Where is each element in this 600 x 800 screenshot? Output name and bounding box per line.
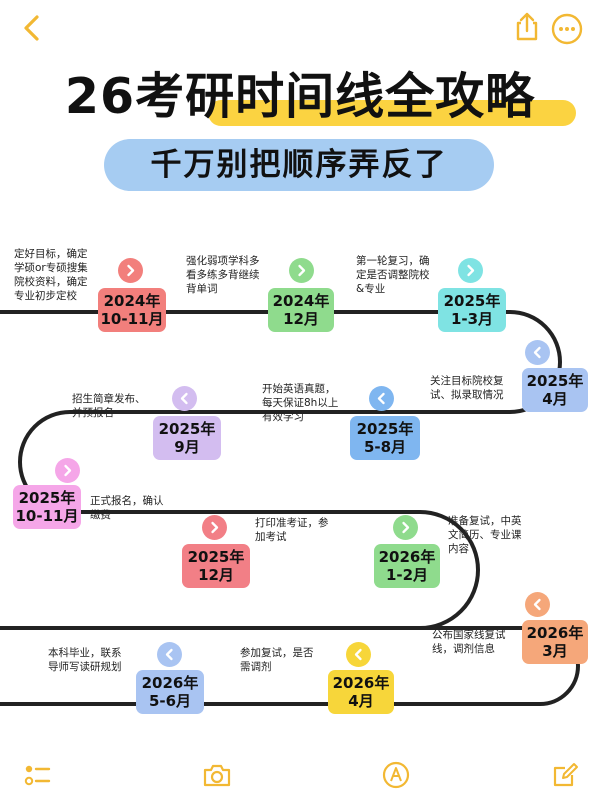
step-11-date: 2026年 4月	[328, 670, 394, 714]
step-10-arrow-icon	[525, 592, 550, 617]
step-3-desc: 第一轮复习，确 定是否调整院校 &专业	[356, 255, 430, 295]
step-6-arrow-icon	[172, 386, 197, 411]
top-bar	[0, 0, 600, 56]
step-4-year: 2025年	[526, 372, 584, 390]
step-7-year: 2025年	[18, 489, 76, 507]
step-8-arrow-icon	[202, 515, 227, 540]
bottom-toolbar	[0, 752, 600, 800]
subtitle-banner: 千万别把顺序弄反了	[104, 139, 494, 191]
step-2-year: 2024年	[272, 292, 330, 310]
step-3-month: 1-3月	[450, 310, 494, 328]
camera-icon[interactable]	[202, 760, 232, 790]
step-2-date: 2024年 12月	[268, 288, 334, 332]
step-10-year: 2026年	[526, 624, 584, 642]
step-3-year: 2025年	[443, 292, 501, 310]
step-5-date: 2025年 5-8月	[350, 416, 420, 460]
step-12-desc: 本科毕业，联系 导师写读研规划	[48, 647, 122, 673]
step-7-arrow-icon	[55, 458, 80, 483]
list-icon[interactable]	[22, 760, 52, 790]
step-5-arrow-icon	[369, 386, 394, 411]
step-9-arrow-icon	[393, 515, 418, 540]
step-12-arrow-icon	[157, 642, 182, 667]
step-12-date: 2026年 5-6月	[136, 670, 204, 714]
step-9-year: 2026年	[378, 548, 436, 566]
share-icon[interactable]	[510, 10, 544, 44]
step-7-desc: 正式报名，确认 缴费	[90, 495, 164, 521]
step-6-month: 9月	[174, 438, 200, 456]
step-8-desc: 打印准考证，参 加考试	[255, 517, 329, 543]
step-6-date: 2025年 9月	[153, 416, 221, 460]
step-12-year: 2026年	[141, 674, 199, 692]
step-10-date: 2026年 3月	[522, 620, 588, 664]
step-4-month: 4月	[542, 390, 568, 408]
step-10-desc: 公布国家线复试 线，调剂信息	[432, 629, 506, 655]
title-highlight	[208, 100, 576, 126]
step-9-desc: 准备复试，中英 文简历、专业课 内容	[448, 515, 522, 555]
step-11-desc: 参加复试，是否 需调剂	[240, 647, 314, 673]
step-5-month: 5-8月	[363, 438, 407, 456]
step-8-date: 2025年 12月	[182, 544, 250, 588]
step-11-year: 2026年	[332, 674, 390, 692]
step-5-year: 2025年	[356, 420, 414, 438]
step-2-month: 12月	[283, 310, 319, 328]
step-1-month: 10-11月	[100, 310, 164, 328]
step-12-month: 5-6月	[148, 692, 192, 710]
edit-icon[interactable]	[550, 760, 580, 790]
step-4-arrow-icon	[525, 340, 550, 365]
step-9-date: 2026年 1-2月	[374, 544, 440, 588]
step-4-date: 2025年 4月	[522, 368, 588, 412]
step-2-desc: 强化弱项学科多 看多练多背继续 背单词	[186, 255, 260, 295]
step-11-month: 4月	[348, 692, 374, 710]
step-6-desc: 招生简章发布、 并预报名	[72, 393, 146, 419]
pen-icon[interactable]	[381, 760, 411, 790]
step-1-year: 2024年	[103, 292, 161, 310]
step-6-year: 2025年	[158, 420, 216, 438]
step-7-date: 2025年 10-11月	[13, 485, 81, 529]
step-3-arrow-icon	[458, 258, 483, 283]
step-1-date: 2024年 10-11月	[98, 288, 166, 332]
step-8-month: 12月	[198, 566, 234, 584]
step-8-year: 2025年	[187, 548, 245, 566]
more-dots-icon[interactable]	[550, 12, 584, 46]
step-7-month: 10-11月	[15, 507, 79, 525]
step-9-month: 1-2月	[385, 566, 429, 584]
step-5-desc: 开始英语真题， 每天保证8h以上 有效学习	[262, 383, 339, 423]
chevron-left-icon[interactable]	[14, 10, 50, 46]
step-3-date: 2025年 1-3月	[438, 288, 506, 332]
step-10-month: 3月	[542, 642, 568, 660]
step-4-desc: 关注目标院校复 试、拟录取情况	[430, 375, 504, 401]
step-1-arrow-icon	[118, 258, 143, 283]
step-1-desc: 定好目标，确定 学硕or专硕搜集 院校资料，确定 专业初步定校	[14, 248, 88, 302]
subtitle-text: 千万别把顺序弄反了	[150, 147, 448, 183]
step-2-arrow-icon	[289, 258, 314, 283]
step-11-arrow-icon	[346, 642, 371, 667]
page-title: 26考研时间线全攻略	[64, 68, 536, 125]
